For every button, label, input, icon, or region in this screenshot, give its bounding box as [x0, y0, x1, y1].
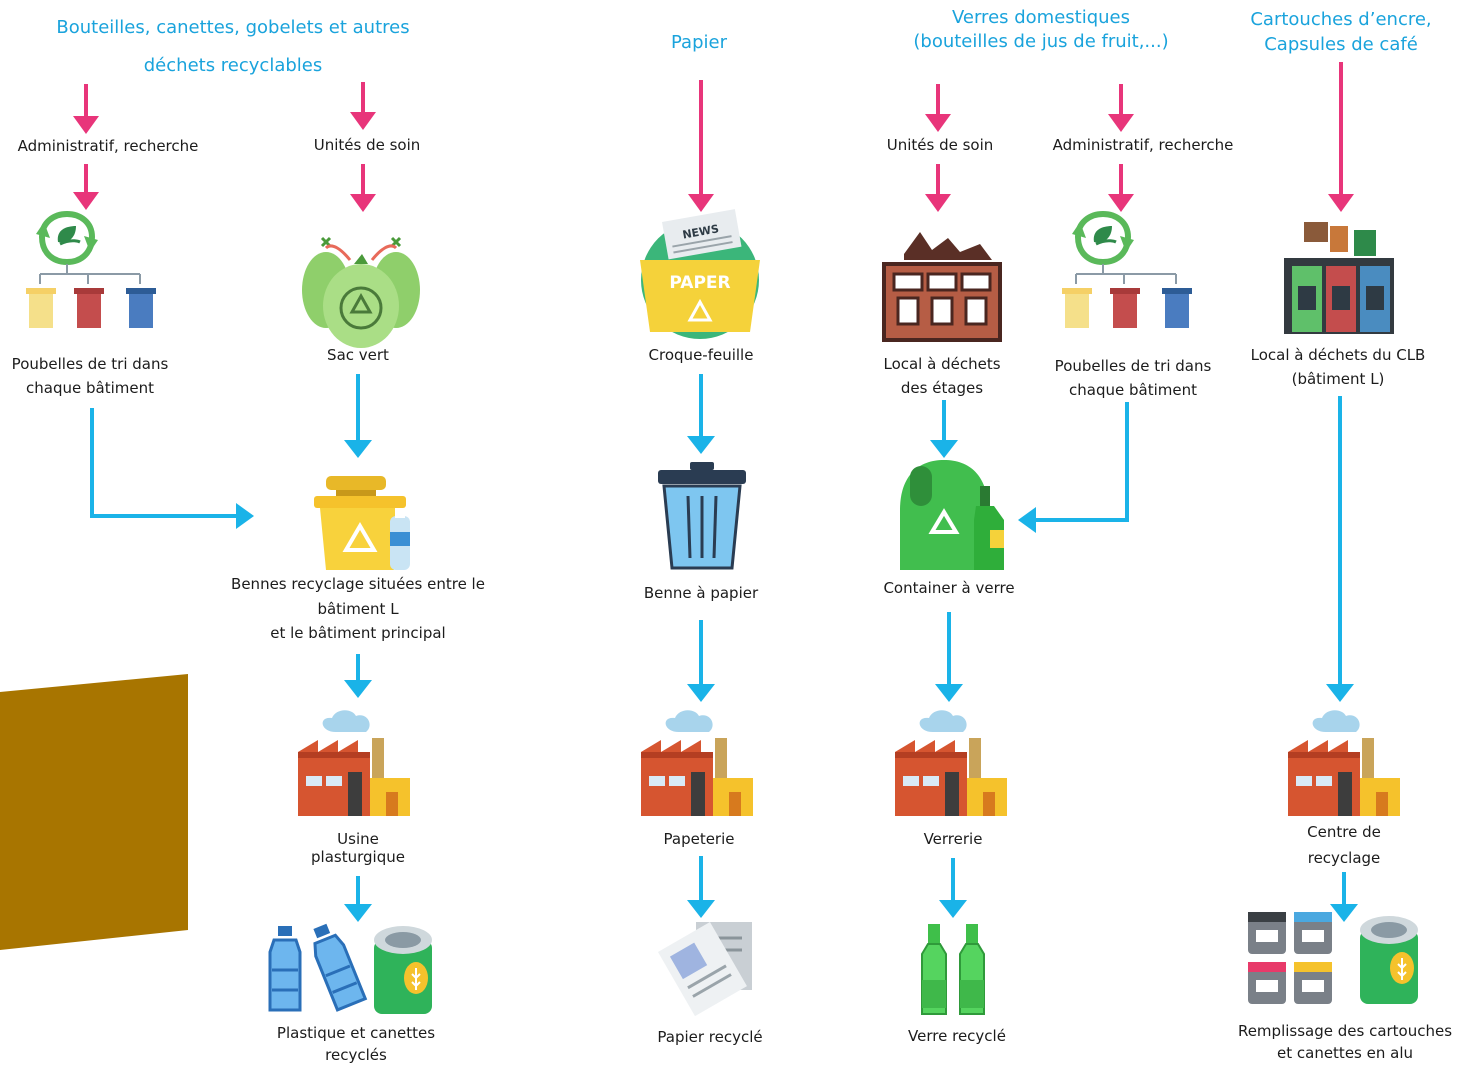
- flow-arrow-head: [930, 440, 958, 458]
- aluminium-can-icon: [1360, 916, 1418, 1004]
- flow-arrow-head: [1018, 507, 1036, 533]
- glass-sorting-bins-label-line2: chaque bâtiment: [1069, 381, 1197, 399]
- paper-output-label: Papier recyclé: [657, 1028, 763, 1046]
- source-arrow-head: [1328, 194, 1354, 212]
- green-bag-label: Sac vert: [327, 346, 389, 364]
- flow-arrow-head: [344, 904, 372, 922]
- glass-admin-source-label: Administratif, recherche: [1052, 136, 1234, 154]
- factory-label-line1: Usine: [337, 830, 379, 848]
- flow-arrow-head: [1326, 684, 1354, 702]
- source-arrow-head: [350, 194, 376, 212]
- cartridges-icon: [1248, 912, 1332, 1004]
- source-arrow-head: [925, 114, 951, 132]
- cartridges-title-line1: Cartouches d’encre,: [1250, 9, 1432, 30]
- flow-arrow-head: [344, 440, 372, 458]
- source-arrow-head: [688, 194, 714, 212]
- flow-arrow-head: [236, 503, 254, 529]
- recycling-center-label-line1: Centre de: [1307, 823, 1381, 841]
- paper-trash-can-icon: [658, 462, 746, 570]
- factory-icon: [298, 710, 410, 816]
- flow-arrow-head: [1330, 904, 1358, 922]
- flow-arrow-head: [687, 900, 715, 918]
- refill-label-line2: et canettes en alu: [1277, 1044, 1413, 1062]
- flow-arrows: [90, 374, 1358, 922]
- admin-source-label: Administratif, recherche: [17, 137, 199, 155]
- source-arrow-head: [73, 116, 99, 134]
- green-bag-icon: [302, 236, 420, 348]
- flow-arrow-head: [935, 684, 963, 702]
- glass-container-label: Container à verre: [883, 579, 1015, 597]
- glass-title-line2: (bouteilles de jus de fruit,...): [913, 31, 1169, 52]
- factory-icon: [1288, 710, 1400, 816]
- factory-label-line2: plasturgique: [311, 848, 405, 866]
- sorting-bins-label-line1: Poubelles de tri dans: [11, 355, 169, 373]
- recycling-center-label-line2: recyclage: [1307, 849, 1381, 867]
- output-label-line2: recyclés: [325, 1046, 387, 1064]
- news-text: NEWS: [681, 222, 720, 241]
- aluminium-can-icon: [374, 926, 432, 1014]
- glass-output-label: Verre recyclé: [908, 1027, 1006, 1045]
- glass-sorting-bins-label-line1: Poubelles de tri dans: [1054, 357, 1212, 375]
- flow-arrow-head: [939, 900, 967, 918]
- flow-arrow-head: [687, 684, 715, 702]
- containers-label-line3: et le bâtiment principal: [270, 624, 446, 642]
- paper-collector-label: Croque-feuille: [648, 346, 754, 364]
- source-arrow-head: [350, 112, 376, 130]
- waste-room-icon: [882, 232, 1002, 342]
- recycled-paper-icon: [658, 922, 752, 1017]
- cartridges-title-line2: Capsules de café: [1264, 34, 1418, 55]
- yellow-recycling-bin-icon: [314, 476, 410, 570]
- paper-factory-label: Papeterie: [663, 830, 735, 848]
- output-label-line1: Plastique et canettes: [276, 1024, 436, 1042]
- recyclables-title-line2: déchets recyclables: [143, 55, 323, 76]
- paper-title: Papier: [671, 32, 727, 53]
- clb-waste-room-icon: [1284, 222, 1394, 334]
- source-arrow-head: [73, 192, 99, 210]
- plastic-bottles-icon: [268, 923, 368, 1012]
- glass-factory-label: Verrerie: [923, 830, 983, 848]
- factory-icon: [641, 710, 753, 816]
- glass-container-icon: [900, 460, 1004, 570]
- sorting-bins-icon: [1062, 214, 1192, 328]
- source-arrow-head: [925, 194, 951, 212]
- containers-label-line1: Bennes recyclage situées entre le: [231, 575, 485, 593]
- sorting-bins-label-line2: chaque bâtiment: [26, 379, 154, 397]
- source-arrows: [73, 62, 1354, 212]
- paper-collector-icon: NEWS PAPER: [640, 209, 760, 339]
- sorting-bins-icon: [26, 214, 156, 328]
- decorative-gold-shape: [0, 674, 188, 950]
- flow-arrow: [90, 408, 240, 518]
- refill-label-line1: Remplissage des cartouches: [1237, 1022, 1453, 1040]
- clb-room-label-line2: (bâtiment L): [1291, 370, 1385, 388]
- containers-label-line2: bâtiment L: [317, 600, 399, 618]
- glass-care-source-label: Unités de soin: [886, 136, 994, 154]
- flow-arrow: [1034, 402, 1129, 522]
- clb-room-label-line1: Local à déchets du CLB: [1250, 346, 1426, 364]
- glass-title-line1: Verres domestiques: [951, 7, 1131, 28]
- floor-room-label-line2: des étages: [900, 379, 984, 397]
- floor-room-label-line1: Local à déchets: [883, 355, 1001, 373]
- recyclables-title-line1: Bouteilles, canettes, gobelets et autres: [56, 17, 410, 38]
- source-arrow-head: [1108, 114, 1134, 132]
- paper-box-text: PAPER: [669, 273, 730, 293]
- factory-icon: [895, 710, 1007, 816]
- flow-arrow-head: [687, 436, 715, 454]
- source-arrow-head: [1108, 194, 1134, 212]
- flow-arrow-head: [344, 680, 372, 698]
- paper-container-label: Benne à papier: [643, 584, 759, 602]
- green-bottles-icon: [921, 924, 985, 1015]
- care-source-label: Unités de soin: [313, 136, 421, 154]
